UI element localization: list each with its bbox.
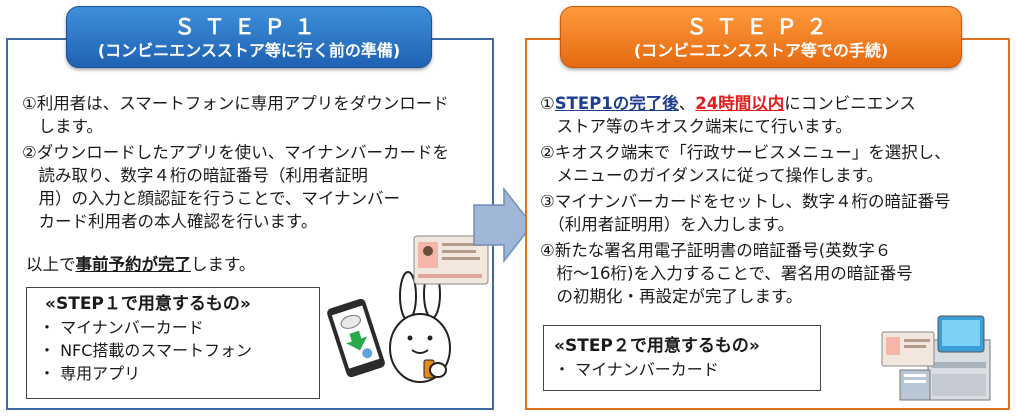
step2-requirements-title: «STEP２で用意するもの» [554, 336, 760, 356]
step1-line-1: ①利用者は、スマートフォンに専用アプリをダウンロード [22, 94, 449, 113]
step2-line-6: （利用者証明用）を入力します。 [540, 215, 795, 234]
arrow-right-icon [473, 186, 533, 264]
step2-subtitle: (コンビニエンスストア等での手続) [633, 41, 889, 60]
item1-separator: 、 [678, 94, 696, 113]
step2-requirement-item: ・ マイナンバーカード [554, 360, 719, 379]
step2-line-9: の初期化・再設定が完了します。 [540, 287, 803, 306]
step1-requirements-title: «STEP１で用意するもの» [45, 294, 251, 314]
step1-requirement-item: ・ 専用アプリ [39, 364, 141, 383]
step2-line-1: ①STEP1の完了後、24時間以内にコンビニエンス [540, 92, 916, 116]
step1-requirements-box: «STEP１で用意するもの» ・ マイナンバーカード ・ NFC搭載のスマートフ… [26, 287, 320, 399]
step1-line-4: 読み取り、数字４桁の暗証番号（利用者証明 [22, 166, 368, 185]
step1-line-2: します。 [22, 117, 103, 136]
step1-requirement-item: ・ NFC搭載のスマートフォン [39, 341, 252, 360]
smartphone-app-icon [327, 298, 385, 378]
item1-rest: にコンビニエンス [784, 94, 916, 113]
item1-number: ① [540, 94, 555, 113]
step2-line-5: ③マイナンバーカードをセットし、数字４桁の暗証番号 [540, 192, 951, 211]
step2-requirements-box: «STEP２で用意するもの» ・ マイナンバーカード [543, 325, 821, 391]
step2-line-8: 桁～16桁)を入力することで、署名用の暗証番号 [540, 264, 913, 283]
kiosk-terminal-icon [881, 315, 991, 401]
rabbit-mascot-icon [389, 269, 451, 383]
step1-subtitle: (コンビニエンスストア等に行く前の準備) [97, 41, 401, 60]
step2-line-3: ②キオスク端末で「行政サービスメニュー」を選択し、 [540, 143, 951, 162]
step1-header: ＳＴＥＰ１ (コンビニエンスストア等に行く前の準備) [66, 6, 432, 68]
mynumber-card-icon [413, 235, 489, 285]
step2-line-2: ストア等のキオスク端末にて行います。 [540, 117, 852, 136]
step1-line-6: カード利用者の本人確認を行います。 [22, 212, 318, 231]
item1-step1-complete: STEP1の完了後 [554, 94, 679, 113]
step1-summary: 以上で事前予約が完了します。 [26, 253, 255, 277]
step1-title: ＳＴＥＰ１ [174, 15, 324, 39]
step1-requirement-item: ・ マイナンバーカード [39, 318, 204, 337]
step2-header: ＳＴＥＰ２ (コンビニエンスストア等での手続) [560, 6, 962, 68]
step2-line-4: メニューのガイダンスに従って操作します。 [540, 166, 884, 185]
summary-suffix: します。 [191, 255, 256, 274]
step2-line-7: ④新たな署名用電子証明書の暗証番号(英数字６ [540, 241, 892, 260]
step2-title: ＳＴＥＰ２ [686, 15, 836, 39]
summary-emphasis: 事前予約が完了 [75, 255, 192, 274]
step1-line-3: ②ダウンロードしたアプリを使い、マイナンバーカードを [22, 143, 449, 162]
step1-line-5: 用）の入力と顔認証を行うことで、マイナンバー [22, 189, 401, 208]
summary-prefix: 以上で [26, 255, 76, 274]
item1-within-24h: 24時間以内 [695, 94, 785, 113]
